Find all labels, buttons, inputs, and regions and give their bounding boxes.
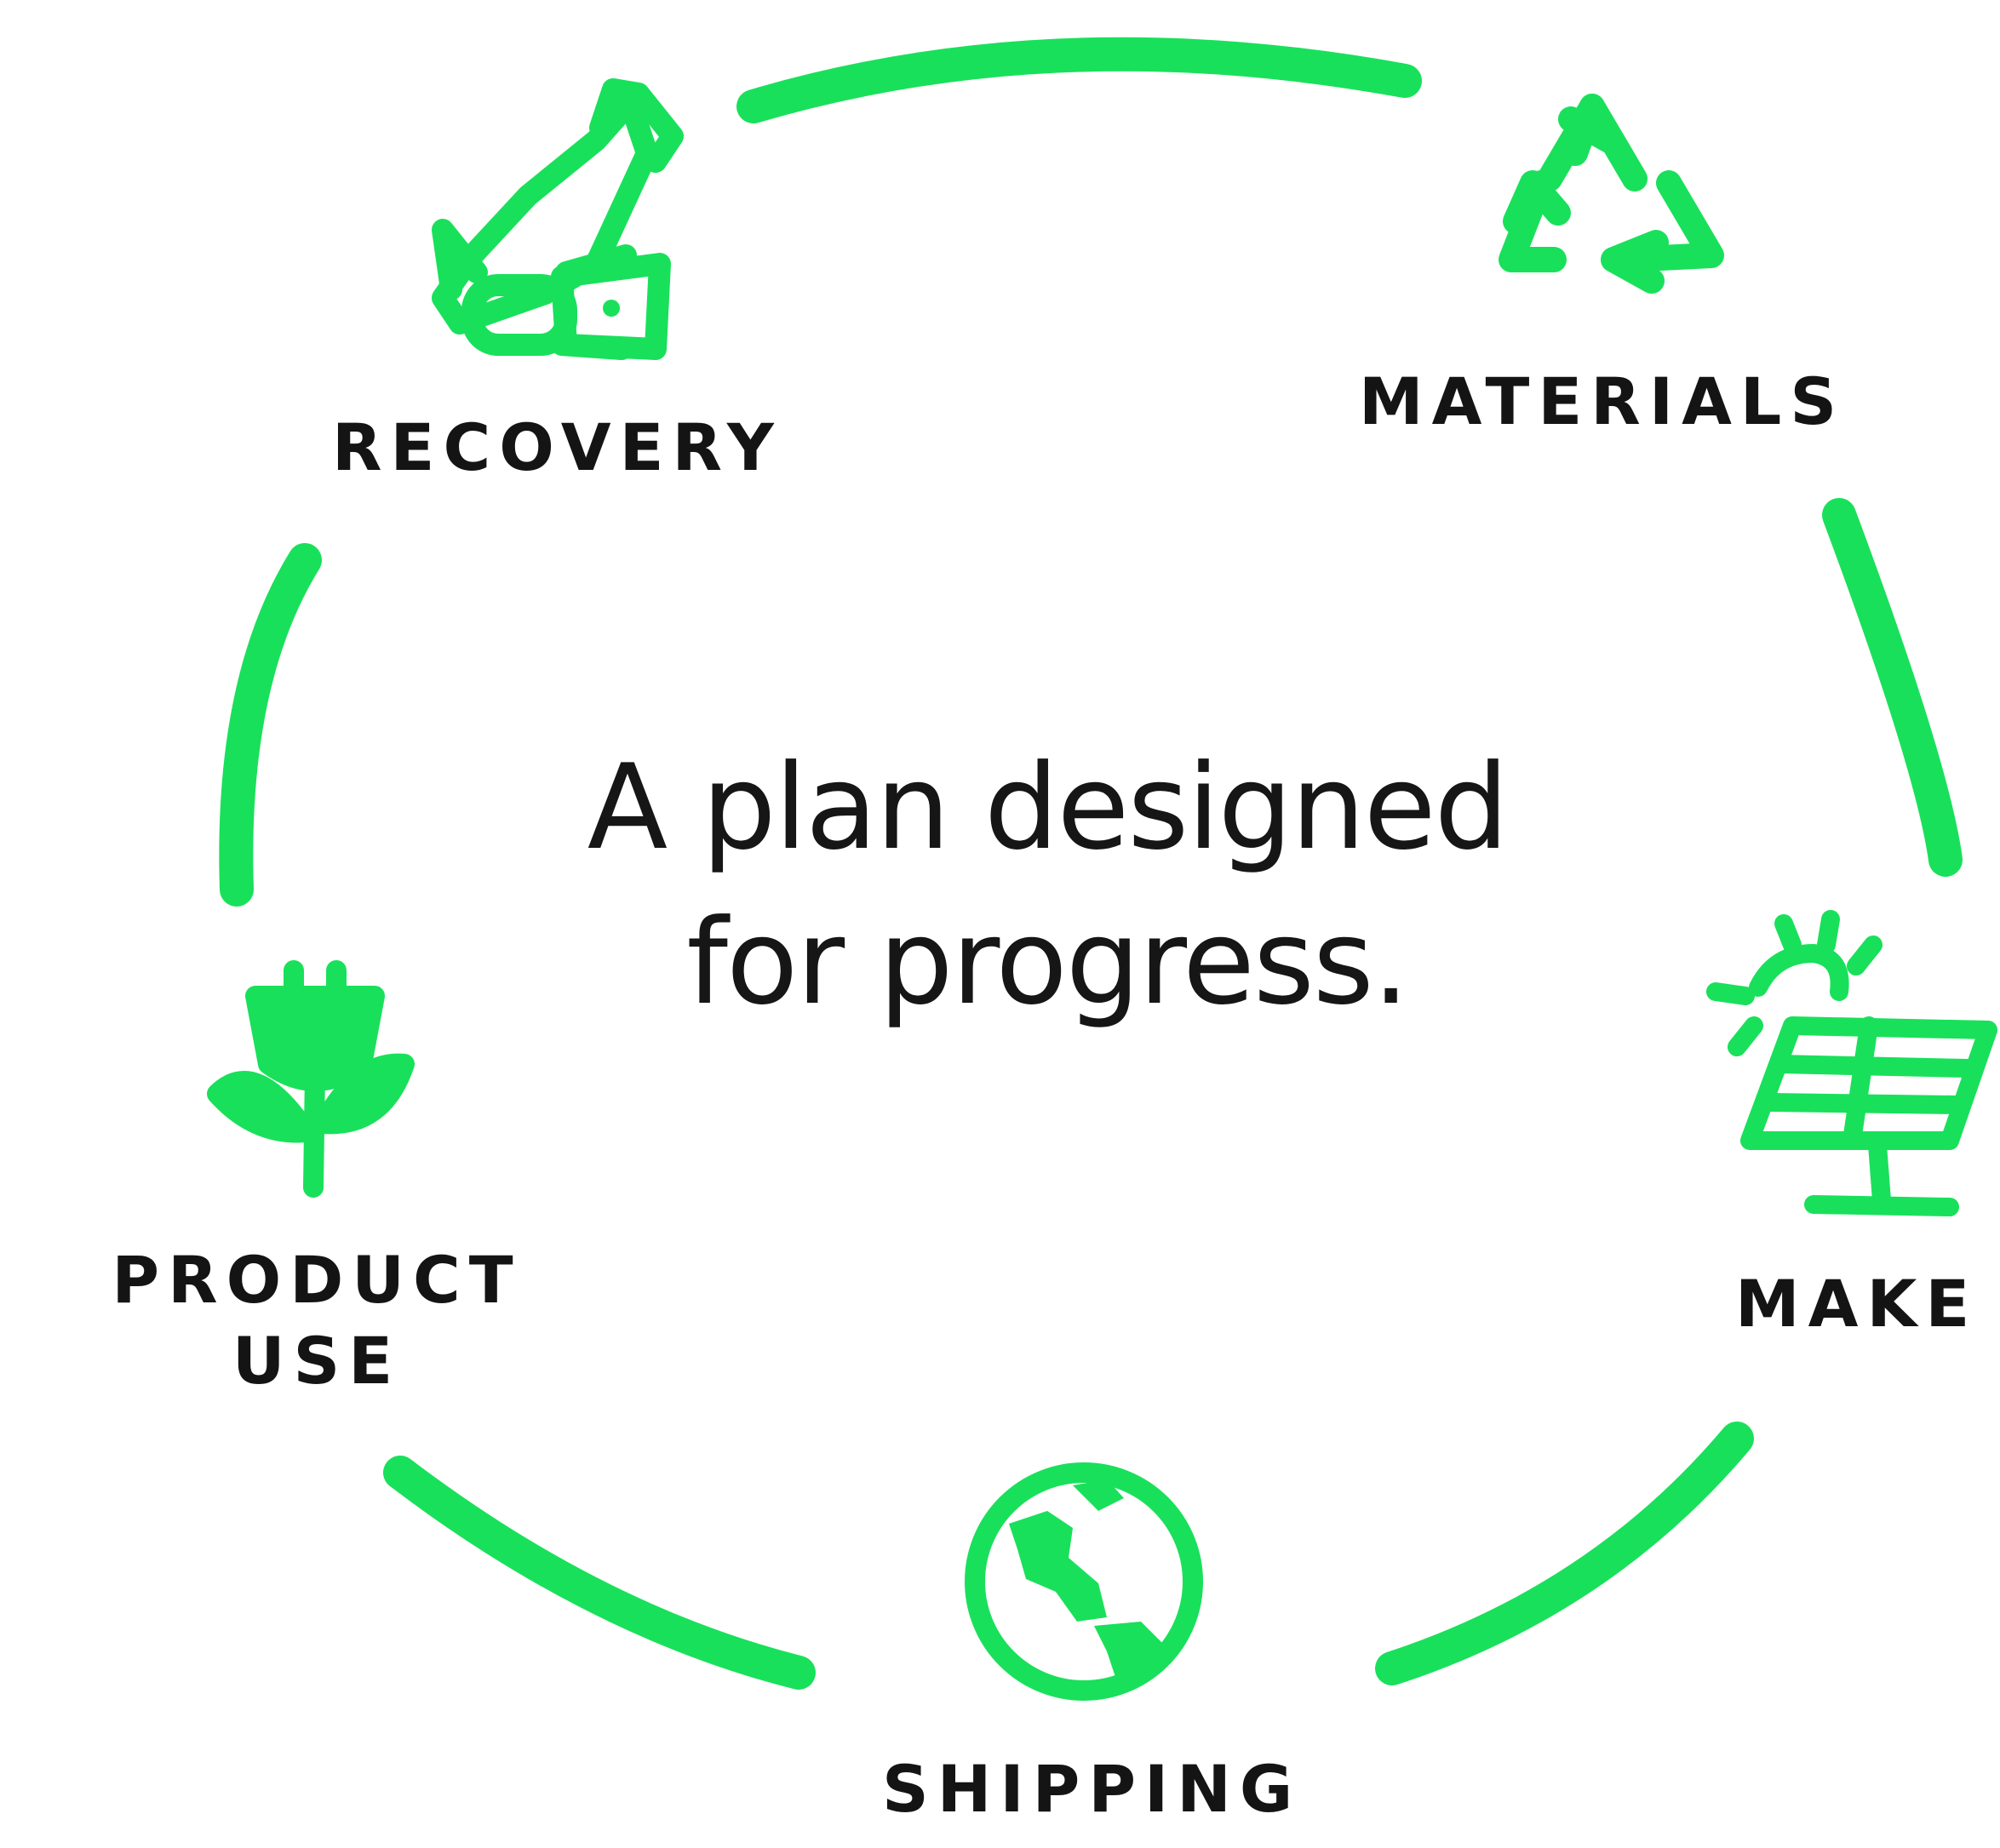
headline-prefix: for (686, 894, 879, 1031)
plug-plant-icon (207, 960, 415, 1198)
headline-highlight: progress (852, 885, 1390, 1040)
hand-holding-wrench-icon (432, 78, 684, 360)
globe-continent-north (1009, 1511, 1107, 1622)
stage-label-product-line-2: USE (232, 1323, 402, 1399)
stage-label-materials: MATERIALS (1359, 363, 1846, 439)
arc-top (736, 37, 1422, 123)
recovery-icon-dot (603, 300, 620, 317)
stage-label-product-line-1: PRODUCT (112, 1242, 522, 1318)
headline-suffix: . (1372, 894, 1410, 1031)
globe-icon (965, 1462, 1203, 1701)
headline-line-1: A plan designed (587, 739, 1509, 876)
stage-label-make: MAKE (1735, 1266, 1979, 1342)
stage-label-product-use: PRODUCT USE (104, 1239, 530, 1401)
arc-lower-right (1375, 1422, 1754, 1685)
globe-continent-south (1094, 1622, 1171, 1677)
arc-bottom-left (383, 1456, 816, 1690)
headline-highlight-word: progress (879, 894, 1374, 1031)
solar-panel-icon (1706, 910, 1997, 1216)
globe-continent-top (1073, 1479, 1124, 1511)
stage-label-shipping: SHIPPING (882, 1751, 1302, 1827)
headline: A plan designed for progress. (494, 730, 1601, 1040)
arc-left (219, 543, 322, 907)
headline-line-2: for progress. (494, 885, 1601, 1040)
recycle-icon (1499, 94, 1724, 294)
arc-upper-right (1822, 498, 1963, 877)
stage-label-recovery: RECOVERY (332, 409, 782, 485)
